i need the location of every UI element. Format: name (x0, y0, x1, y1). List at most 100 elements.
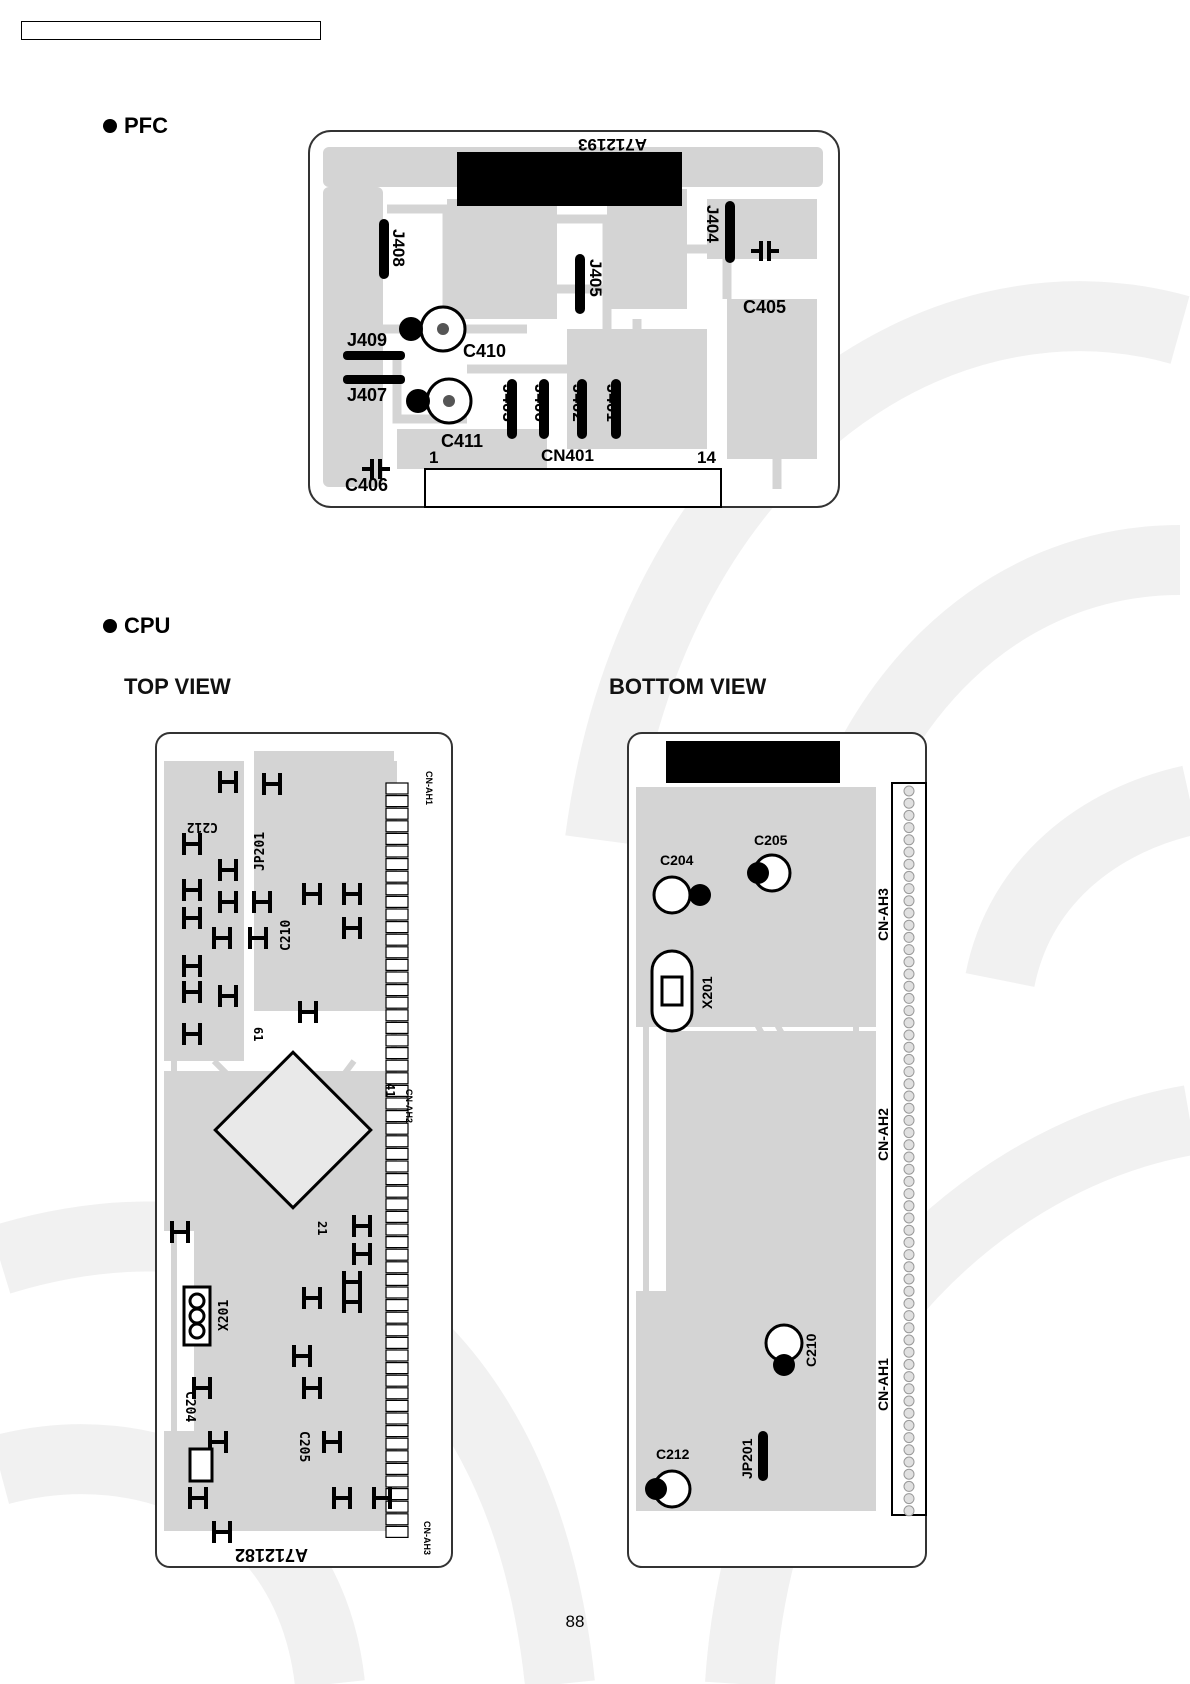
connector-pad (904, 932, 914, 942)
pfc-label-cn401: CN401 (541, 446, 594, 465)
connector-pin (386, 1186, 408, 1197)
connector-pin (386, 1224, 408, 1235)
connector-pin (386, 947, 408, 958)
connector-pad (904, 884, 914, 894)
connector-pad (904, 847, 914, 857)
connector-pad (904, 1433, 914, 1443)
pfc-label-j402: J402 (569, 384, 588, 422)
connector-pad (904, 1408, 914, 1418)
connector-pad (904, 859, 914, 869)
connector-pad (904, 993, 914, 1003)
connector-pin (386, 1388, 408, 1399)
cpu-top-board-mark: A712182 (235, 1545, 308, 1565)
connector-pin (386, 1287, 408, 1298)
cpu-bottom-label-c210: C210 (803, 1333, 819, 1367)
connector-pin (386, 1451, 408, 1462)
connector-pin (386, 934, 408, 945)
connector-pin (386, 1400, 408, 1411)
connector-pin (386, 1048, 408, 1059)
connector-pad (904, 1091, 914, 1101)
connector-pad (904, 969, 914, 979)
connector-pad (904, 1420, 914, 1430)
connector-pad (904, 981, 914, 991)
cpu-bottom-label-x201: X201 (699, 976, 715, 1009)
connector-pad (904, 835, 914, 845)
connector-pin (386, 985, 408, 996)
pfc-board-drawing: A712193 (307, 129, 841, 509)
connector-pad (904, 1115, 914, 1125)
connector-pin (386, 1123, 408, 1134)
cpu-top-label-x201: X201 (217, 1300, 232, 1331)
connector-pin (386, 884, 408, 895)
connector-pin (386, 1350, 408, 1361)
cpu-top-label-jp201: JP201 (253, 832, 268, 871)
connector-pin (386, 1526, 408, 1537)
cpu-bottom-board: C204 C205 X201 CN-AH3 CN-AH2 CN-AH1 C210… (626, 731, 928, 1569)
connector-pad (904, 1006, 914, 1016)
connector-pad (904, 1176, 914, 1186)
connector-pad (904, 1030, 914, 1040)
connector-pad (904, 1481, 914, 1491)
cpu-bottom-board-drawing: C204 C205 X201 CN-AH3 CN-AH2 CN-AH1 C210… (626, 731, 928, 1569)
pfc-label-j408: J408 (389, 229, 408, 267)
connector-pin (386, 821, 408, 832)
cpu-top-pin-21: 21 (315, 1221, 329, 1235)
connector-pin (386, 783, 408, 794)
connector-pad (904, 1152, 914, 1162)
connector-pad (904, 1042, 914, 1052)
connector-pin (386, 796, 408, 807)
pfc-label-j405: J405 (586, 259, 605, 297)
pfc-label-j406: J406 (531, 384, 550, 422)
connector-pin (386, 1438, 408, 1449)
connector-pad (904, 957, 914, 967)
connector-pin (386, 909, 408, 920)
pfc-label-c410: C410 (463, 341, 506, 361)
connector-pad (904, 1286, 914, 1296)
connector-pin (386, 972, 408, 983)
connector-pad (904, 1396, 914, 1406)
connector-pad (904, 1201, 914, 1211)
connector-pin (386, 1476, 408, 1487)
connector-pad (904, 871, 914, 881)
connector-pin (386, 1199, 408, 1210)
connector-pin (386, 922, 408, 933)
connector-pad (904, 1140, 914, 1150)
page-number: 88 (0, 1612, 1150, 1632)
connector-pin (386, 1249, 408, 1260)
connector-pin (386, 1325, 408, 1336)
cpu-bottom-label-c212: C212 (656, 1446, 690, 1462)
connector-pin (386, 1514, 408, 1525)
connector-pad (904, 1274, 914, 1284)
connector-pad (904, 1372, 914, 1382)
pfc-label-j407: J407 (347, 385, 387, 405)
cpu-bottom-label-c205: C205 (754, 832, 788, 848)
connector-pad (904, 1323, 914, 1333)
connector-pad (904, 896, 914, 906)
connector-pin (386, 1211, 408, 1222)
connector-pad (904, 920, 914, 930)
connector-pad (904, 1164, 914, 1174)
cpu-top-board: A712182 CN-AH1 CN-AH2 CN-AH3 C212 JP201 … (154, 731, 454, 1569)
connector-pin (386, 959, 408, 970)
pfc-label-j409: J409 (347, 330, 387, 350)
connector-pad (904, 798, 914, 808)
connector-pad (904, 1225, 914, 1235)
pfc-label-c405: C405 (743, 297, 786, 317)
connector-pin (386, 846, 408, 857)
cpu-top-label-cn-ah3: CN-AH3 (422, 1521, 432, 1555)
cpu-top-pin-61: 61 (251, 1027, 265, 1041)
connector-pin (386, 896, 408, 907)
connector-pad (904, 1457, 914, 1467)
bullet-icon (103, 619, 117, 633)
connector-pin (386, 1060, 408, 1071)
connector-pad (904, 1298, 914, 1308)
connector-pin (386, 859, 408, 870)
connector-pin (386, 1262, 408, 1273)
pfc-label-j404: J404 (703, 205, 722, 243)
connector-pad (904, 1189, 914, 1199)
connector-pin (386, 1035, 408, 1046)
connector-pin (386, 1148, 408, 1159)
header-box (21, 21, 321, 40)
connector-pad (904, 1347, 914, 1357)
connector-pin (386, 1337, 408, 1348)
